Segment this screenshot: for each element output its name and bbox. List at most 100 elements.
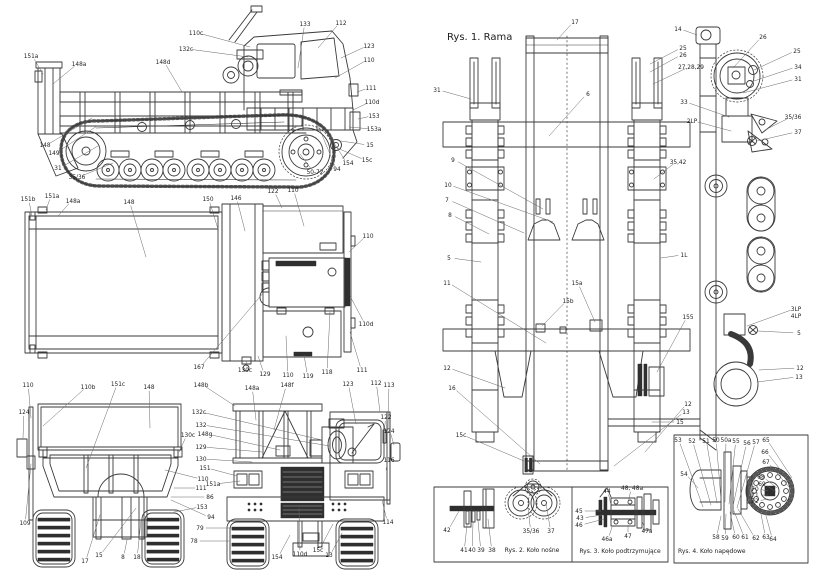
leader-line — [756, 132, 793, 142]
leader-line — [456, 390, 541, 465]
part-label: 31 — [794, 77, 802, 83]
part-label: 151a — [24, 54, 39, 60]
leader-line — [756, 377, 794, 383]
leader-line — [732, 446, 746, 507]
leader-line — [201, 33, 251, 48]
leader-line — [652, 68, 686, 85]
part-label: 113 — [383, 383, 394, 389]
part-label: 110d — [359, 322, 374, 328]
part-label: 116 — [383, 458, 394, 464]
part-label: 148b — [194, 383, 209, 389]
leader-line — [455, 216, 490, 235]
part-label: 15c — [362, 158, 373, 164]
part-label: 153 — [368, 114, 379, 120]
part-label: 148a — [72, 62, 87, 68]
leader-line — [327, 311, 331, 369]
leader-line — [609, 526, 613, 536]
part-label: 130 — [195, 457, 206, 463]
leader-line — [237, 201, 246, 232]
leader-line — [750, 67, 793, 83]
leader-line — [766, 485, 777, 493]
part-label: 11 — [443, 281, 451, 287]
part-label: 48, 48a — [621, 486, 643, 492]
part-label: 78 — [190, 539, 198, 545]
part-label: 47 — [624, 534, 632, 540]
leader-line — [649, 49, 678, 65]
leader-line — [545, 502, 551, 528]
part-label: 155 — [682, 315, 693, 321]
figure-3-caption: Rys. 3. Koło podtrzymujące — [579, 548, 661, 555]
part-label: 122 — [380, 415, 391, 421]
leader-line — [541, 303, 564, 327]
leader-line — [769, 464, 790, 488]
part-label: 148a — [66, 199, 81, 205]
leader-line — [275, 194, 283, 209]
part-label: 15 — [95, 553, 103, 559]
leader-line — [57, 203, 70, 217]
part-label: 112 — [370, 381, 381, 387]
leader-line — [724, 513, 727, 535]
part-label: 114 — [382, 520, 393, 526]
leader-line — [49, 117, 93, 144]
part-label: 18 — [133, 555, 141, 561]
leader-line — [34, 59, 44, 75]
part-label: 132 — [195, 423, 206, 429]
leader-line — [45, 199, 50, 211]
part-label: 110 — [282, 373, 293, 379]
part-label: 46 — [575, 523, 583, 529]
leader-line — [165, 65, 183, 93]
part-label: 17 — [571, 20, 579, 26]
part-label: 148g — [198, 432, 213, 438]
part-label: 10 — [444, 183, 452, 189]
part-label: 15b — [562, 299, 573, 305]
part-label: 5 — [447, 256, 451, 262]
part-label: 31 — [54, 166, 62, 172]
part-label: 146 — [230, 196, 241, 202]
part-label: 3LP — [791, 307, 802, 313]
part-label: 46a — [602, 537, 613, 543]
leader-line — [765, 479, 778, 489]
leader-line — [349, 331, 361, 367]
part-label: 69 — [758, 482, 766, 488]
leader-line — [679, 443, 704, 508]
leader-line — [298, 507, 301, 551]
right-side-member — [695, 26, 778, 451]
part-label: 153 — [196, 505, 207, 511]
part-label: 123 — [342, 382, 353, 388]
leader-line — [202, 291, 265, 365]
part-label: 50-72 — [307, 170, 324, 176]
part-label: 13 — [682, 410, 690, 416]
leader-line — [52, 66, 75, 85]
part-label: 71 — [751, 493, 759, 499]
part-label: 14 — [674, 27, 682, 33]
part-label: 8 — [121, 555, 125, 561]
leader-line — [769, 443, 793, 479]
part-label: 129 — [259, 372, 270, 378]
part-label: 7 — [445, 198, 449, 204]
leader-line — [742, 79, 793, 94]
leader-line — [760, 513, 765, 534]
part-label: 8 — [448, 213, 452, 219]
part-label: 110 — [197, 477, 208, 483]
leader-line — [273, 388, 286, 431]
leader-line — [29, 202, 33, 217]
leader-line — [317, 124, 335, 166]
part-label: 26 — [759, 35, 767, 41]
part-label: 15a — [572, 281, 583, 287]
leader-line — [760, 489, 769, 492]
part-label: 151b — [21, 197, 36, 203]
part-label: 2LP — [687, 119, 698, 125]
leader-line — [736, 445, 755, 509]
part-label: 86 — [206, 495, 214, 501]
leader-line — [164, 469, 198, 479]
leader-line — [728, 444, 736, 505]
part-label: 34 — [794, 65, 802, 71]
part-label: 124 — [383, 429, 394, 435]
leader-line — [297, 27, 305, 69]
part-label: 54 — [680, 472, 688, 478]
part-label: 148a — [245, 386, 260, 392]
leader-line — [206, 425, 331, 447]
leader-line — [334, 61, 364, 79]
leader-line — [137, 519, 142, 554]
part-label: 110c — [189, 31, 203, 37]
